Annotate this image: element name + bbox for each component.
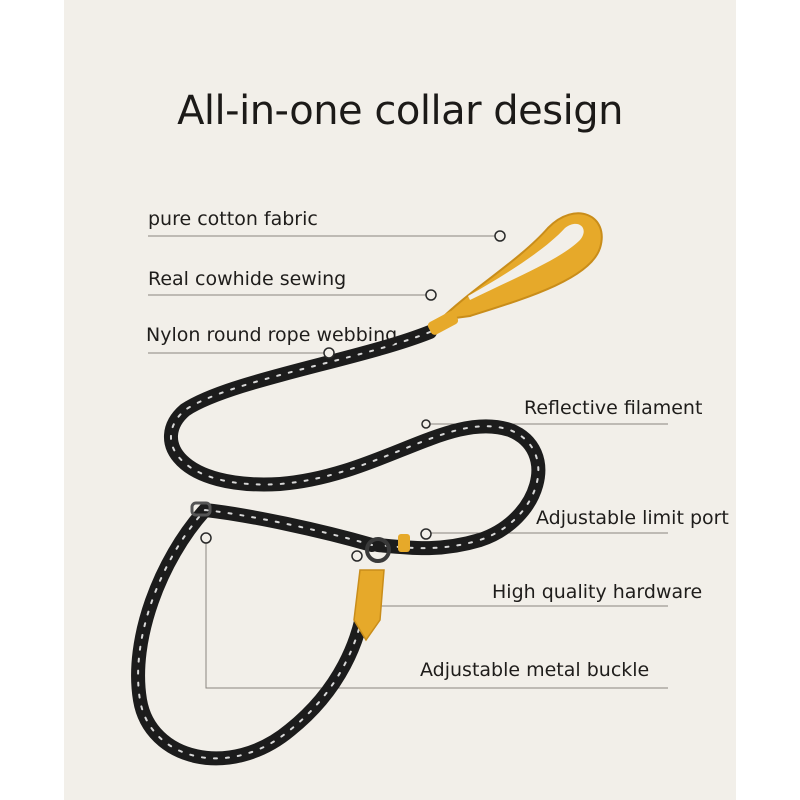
label-reflective-filament: Reflective filament	[524, 397, 703, 419]
label-real-cowhide-sewing: Real cowhide sewing	[148, 268, 347, 290]
label-adjustable-limit-port: Adjustable limit port	[536, 507, 729, 529]
hardware	[190, 501, 410, 642]
label-adjustable-metal-buckle: Adjustable metal buckle	[420, 659, 650, 681]
handle	[427, 212, 603, 335]
label-pure-cotton-fabric: pure cotton fabric	[148, 208, 318, 230]
leader-lines	[148, 235, 668, 689]
label-high-quality-hardware: High quality hardware	[492, 581, 703, 603]
page-title: All-in-one collar design	[177, 88, 623, 134]
rope	[131, 325, 546, 766]
marker-dots	[200, 230, 506, 562]
label-nylon-round-rope-webbing: Nylon round rope webbing	[146, 324, 398, 346]
background-panel	[64, 0, 736, 800]
